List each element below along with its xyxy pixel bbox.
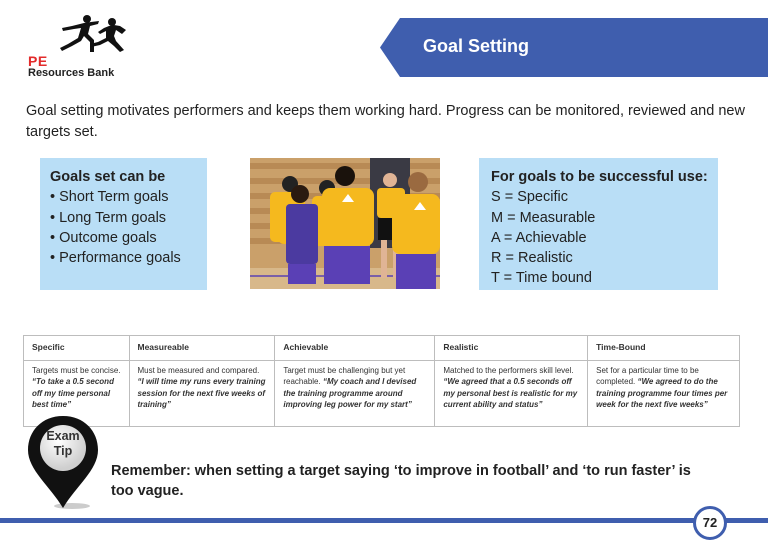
logo-name: Resources Bank <box>28 67 115 79</box>
smart-item: S = Specific <box>491 189 568 206</box>
goals-type-item: • Long Term goals <box>50 209 167 226</box>
example-quote: “My coach and I devised the training pro… <box>283 377 417 409</box>
footer-rule <box>0 518 768 523</box>
title-banner: Goal Setting <box>380 18 768 77</box>
table-header: Measureable <box>128 335 276 361</box>
smart-item: R = Realistic <box>491 250 573 267</box>
logo-pe: PE <box>28 53 48 69</box>
table-cell: Set for a particular time to be complete… <box>587 360 740 427</box>
page-title: Goal Setting <box>423 36 530 56</box>
runners-icon <box>60 15 126 52</box>
exam-tip-label-line1: Exam <box>46 429 80 443</box>
goals-type-item: • Short Term goals <box>50 189 169 206</box>
table-header: Time-Bound <box>587 335 740 361</box>
goals-type-item: • Outcome goals <box>50 229 157 246</box>
intro-paragraph: Goal setting motivates performers and ke… <box>26 103 745 140</box>
exam-tip-text: Remember: when setting a target saying ‘… <box>111 463 691 499</box>
exam-tip-label-line2: Tip <box>53 444 73 458</box>
table-header: Achievable <box>274 335 436 361</box>
page-number: 72 <box>693 506 727 540</box>
table-cell: Matched to the performers skill level. “… <box>434 360 589 427</box>
table-cell: Must be measured and compared. “I will t… <box>128 360 276 427</box>
example-quote: “We agreed to do the training programme … <box>596 377 728 409</box>
goals-type-item: • Performance goals <box>50 250 181 267</box>
smart-table: Specific Measureable Achievable Realisti… <box>23 335 740 427</box>
smart-heading: For goals to be successful use: <box>491 169 708 185</box>
example-quote: “To take a 0.5 second off my time person… <box>32 377 114 409</box>
team-photo <box>250 158 440 289</box>
smart-box: For goals to be successful use: S = Spec… <box>479 158 718 290</box>
exam-tip-pin-icon: Exam Tip <box>26 414 100 510</box>
logo: PE Resources Bank <box>26 14 136 80</box>
goals-types-heading: Goals set can be <box>50 169 166 185</box>
table-row: Targets must be concise. “To take a 0.5 … <box>23 360 740 427</box>
smart-item: A = Achievable <box>491 229 587 246</box>
table-header: Specific <box>23 335 130 361</box>
smart-item: T = Time bound <box>491 270 592 287</box>
smart-item: M = Measurable <box>491 209 596 226</box>
example-quote: “I will time my runs every training sess… <box>137 377 266 409</box>
goals-types-box: Goals set can be • Short Term goals • Lo… <box>40 158 207 290</box>
table-header: Realistic <box>434 335 589 361</box>
example-quote: “We agreed that a 0.5 seconds off my per… <box>443 377 578 409</box>
table-header-row: Specific Measureable Achievable Realisti… <box>23 335 740 361</box>
table-cell: Target must be challenging but yet reach… <box>274 360 436 427</box>
